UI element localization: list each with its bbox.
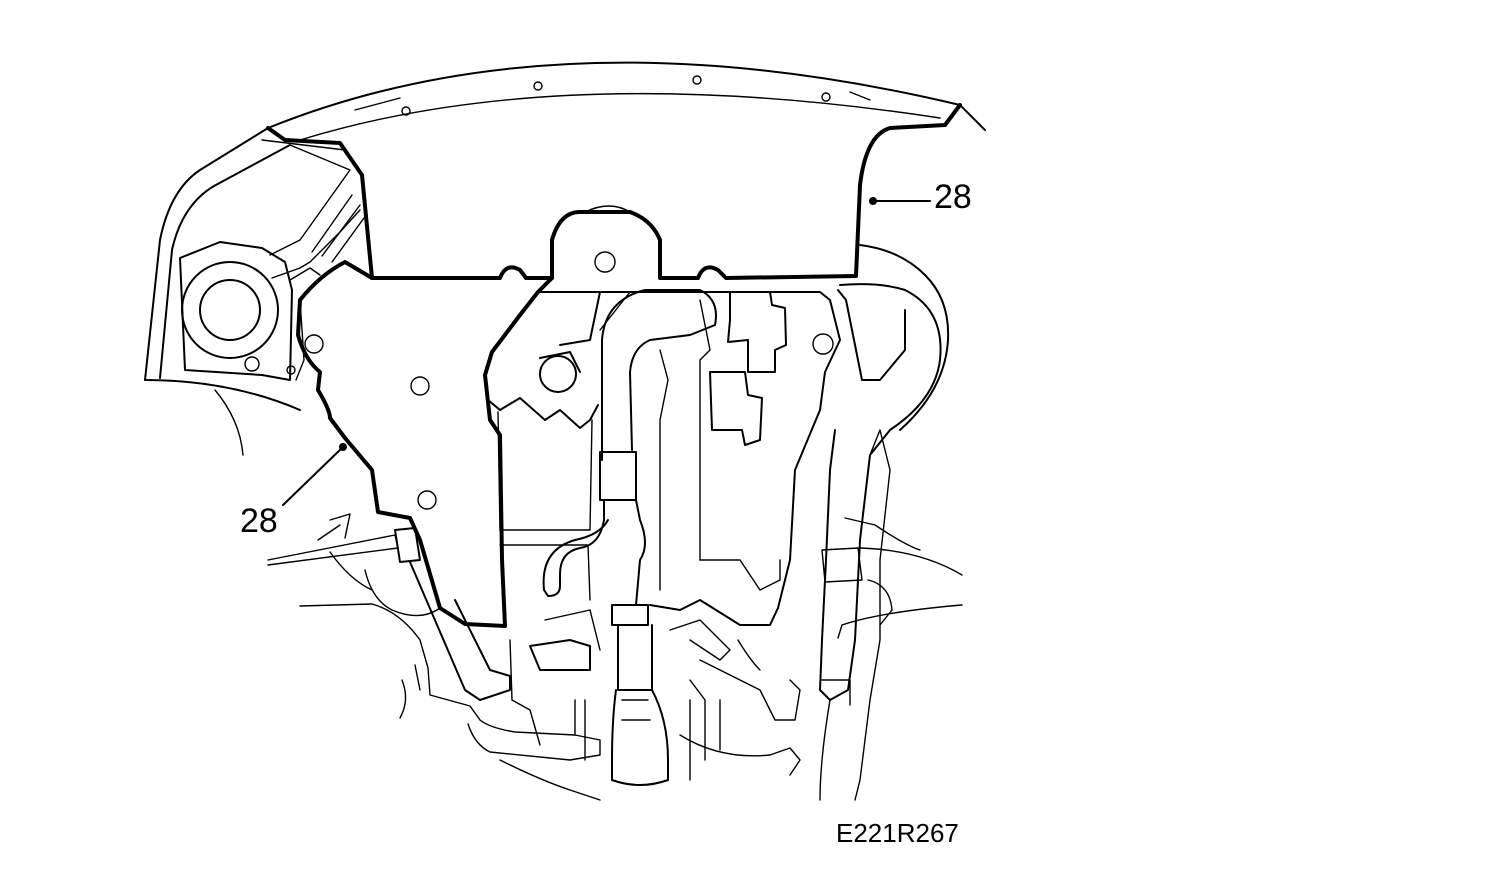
left-corner-housing — [179, 194, 365, 381]
upper-splash-shield — [266, 103, 962, 280]
subframe — [819, 244, 963, 801]
figure-code: E221R267 — [836, 818, 959, 848]
left-callout-leader — [282, 446, 344, 506]
left-lower-structure — [267, 513, 601, 801]
left-callout-dot — [339, 443, 347, 451]
coolant-pipe — [542, 289, 717, 786]
callout-label-left: 28 — [240, 502, 278, 540]
callout-label-right: 28 — [934, 178, 972, 216]
right-callout-dot — [869, 197, 877, 205]
engine-block — [487, 291, 841, 626]
callout-leaders — [282, 197, 931, 506]
right-lower-structure — [669, 619, 801, 781]
bumper-outline — [144, 61, 986, 456]
lower-left-splash-shield — [296, 260, 554, 628]
